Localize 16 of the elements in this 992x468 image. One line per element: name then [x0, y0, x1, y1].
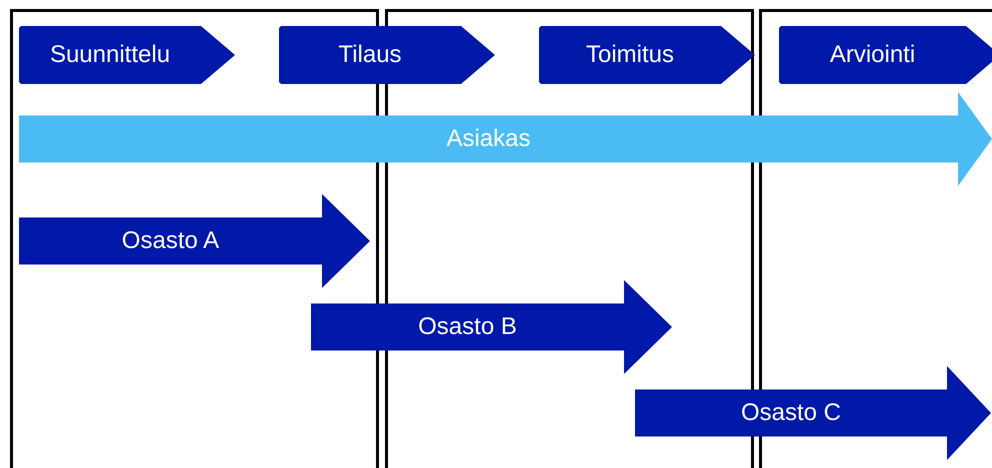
phase-label: Tilaus — [337, 40, 403, 70]
phase-tab — [779, 26, 992, 84]
phase-label: Toimitus — [584, 40, 676, 70]
lane-label: Osasto C — [740, 398, 842, 428]
lane-label: Asiakas — [445, 124, 532, 154]
phase-label: Suunnittelu — [48, 40, 172, 70]
lane-banner — [19, 92, 992, 186]
phase-tab — [19, 26, 235, 84]
lane-banner — [19, 194, 370, 288]
lane-banner — [635, 366, 991, 460]
lane-label: Osasto A — [120, 226, 220, 256]
lane-banner — [311, 280, 672, 374]
phase-tab — [279, 26, 495, 84]
lane-label: Osasto B — [417, 312, 518, 342]
phase-label: Arviointi — [828, 40, 916, 70]
phase-tab — [539, 26, 755, 84]
